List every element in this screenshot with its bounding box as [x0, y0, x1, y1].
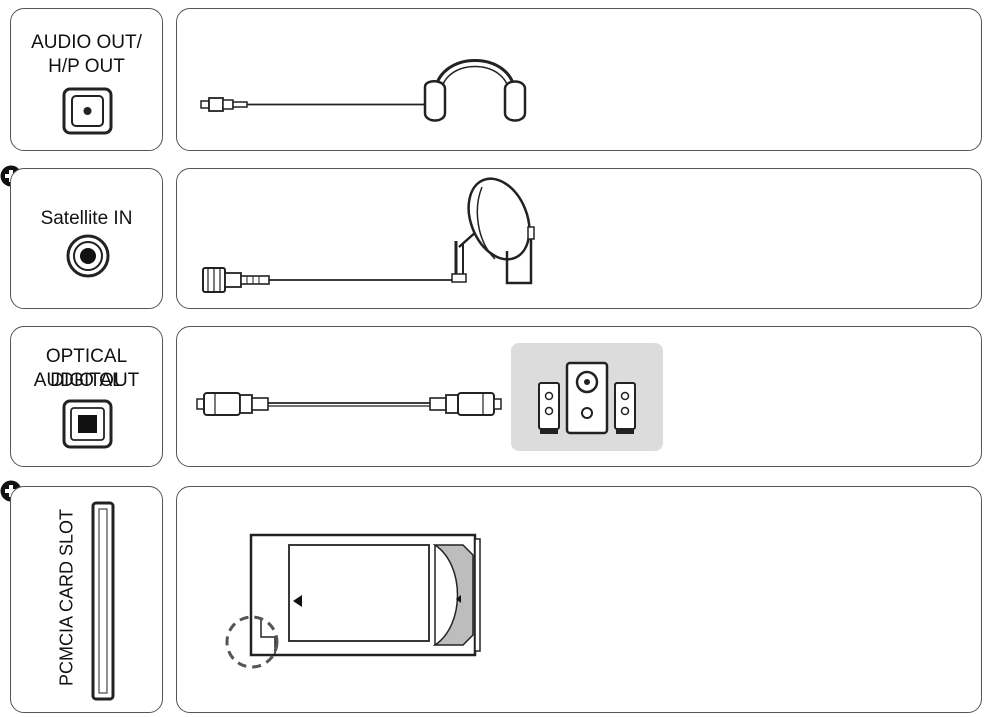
headphone-icon: [200, 59, 527, 122]
audio-out-label-line-1: AUDIO OUT/: [31, 32, 142, 53]
pcmcia-card-slot-port-panel: PCMCIA CARD SLOT: [10, 486, 163, 713]
satellite-connection-panel: [176, 168, 982, 309]
headphone-jack-icon: [62, 87, 113, 135]
satellite-port-icon: [66, 234, 110, 278]
ci-module-card-icon: [225, 533, 481, 669]
headphone-connection-panel: [176, 8, 982, 151]
satellite-dish-icon: [202, 177, 535, 293]
optical-label-line-1: OPTICAL DIGITAL: [45, 346, 128, 391]
optical-port-icon: [62, 399, 113, 449]
optical-digital-audio-out-port-panel: OPTICAL DIGITAL AUDIO OUT: [10, 326, 163, 467]
satellite-in-label: Satellite IN: [40, 208, 133, 229]
optical-cable-icon: [196, 392, 502, 416]
card-slot-icon: [91, 501, 115, 701]
optical-connection-panel: [176, 326, 982, 467]
pcmcia-connection-panel: [176, 486, 982, 713]
speaker-system-icon: [511, 343, 663, 451]
satellite-in-port-panel: Satellite IN: [10, 168, 163, 309]
audio-out-port-panel: AUDIO OUT/ H/P OUT: [10, 8, 163, 151]
audio-out-label-line-2: H/P OUT: [48, 56, 125, 77]
optical-label-line-2: AUDIO OUT: [33, 370, 140, 391]
